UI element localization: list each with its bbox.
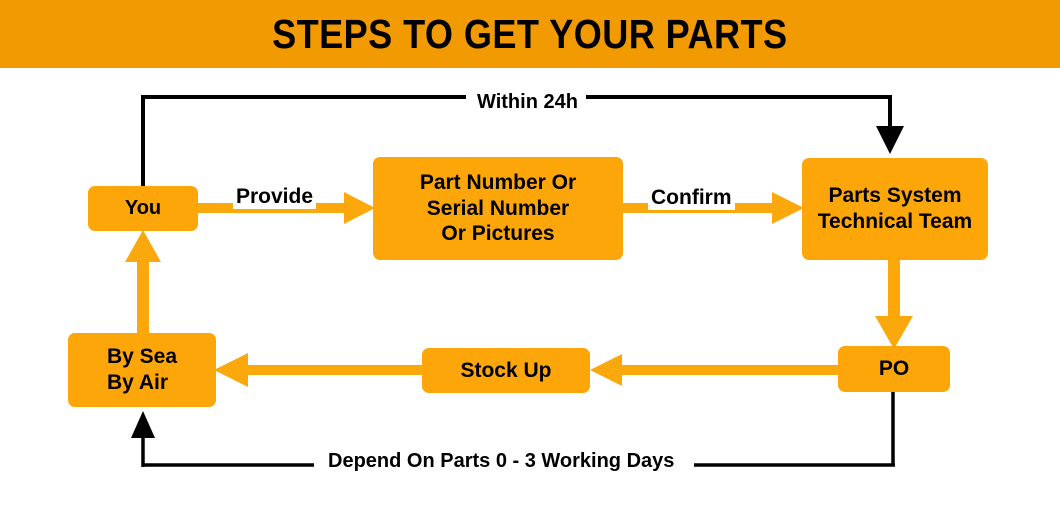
edge-po-to-stock — [590, 354, 848, 386]
edge-label-confirm: Confirm — [648, 186, 735, 210]
node-you[interactable]: You — [88, 186, 198, 231]
edge-shipping-to-you — [125, 230, 161, 340]
node-parts-system-technical-team-label: Parts System Technical Team — [817, 184, 973, 233]
node-parts-system-technical-team[interactable]: Parts System Technical Team — [802, 158, 988, 260]
page-title: STEPS TO GET YOUR PARTS — [272, 10, 788, 57]
node-stock-up-label: Stock Up — [460, 358, 552, 382]
edge-label-depend-on-parts: Depend On Parts 0 - 3 Working Days — [320, 450, 683, 473]
edge-team-to-po — [875, 258, 913, 349]
edge-label-within-24h: Within 24h — [469, 91, 586, 114]
edge-you-to-team-top — [141, 95, 904, 190]
flowchart-canvas: You Part Number Or Serial Number Or Pict… — [0, 68, 1060, 511]
node-you-label: You — [124, 197, 162, 220]
connector-layer — [125, 95, 913, 467]
node-part-number-label: Part Number Or Serial Number Or Pictures — [419, 171, 577, 246]
node-po[interactable]: PO — [838, 346, 950, 392]
edge-po-to-shipping-bottom — [131, 390, 895, 467]
header-banner: STEPS TO GET YOUR PARTS — [0, 0, 1060, 68]
node-shipping-method-label: By Sea By Air — [106, 345, 178, 394]
node-shipping-method[interactable]: By Sea By Air — [68, 333, 216, 407]
node-po-label: PO — [878, 357, 910, 381]
edge-stock-to-shipping — [214, 353, 432, 387]
edge-label-provide: Provide — [233, 185, 317, 209]
node-stock-up[interactable]: Stock Up — [422, 348, 590, 393]
node-part-number[interactable]: Part Number Or Serial Number Or Pictures — [373, 157, 623, 260]
